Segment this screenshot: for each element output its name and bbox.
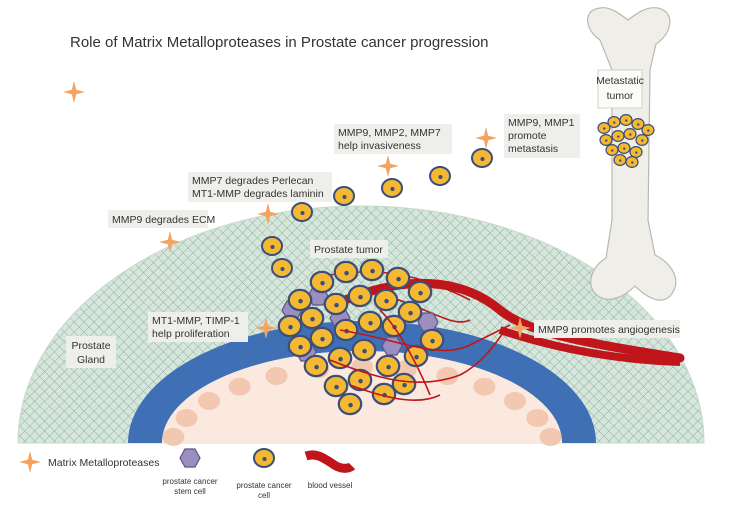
label-prostate-gland-line2: Gland (77, 354, 105, 366)
legend-mmp-star-icon (19, 451, 41, 473)
cancer-cell (287, 334, 313, 358)
cancer-cell (303, 354, 329, 378)
label-ecm-text: MMP9 degrades ECM (112, 214, 215, 226)
cancer-cell (419, 328, 445, 352)
cancer-cell (407, 280, 433, 304)
legend-blood-vessel-label: blood vessel (308, 481, 353, 490)
cancer-cell (333, 260, 359, 284)
metastatic-cell (617, 142, 631, 155)
metastatic-cell (625, 156, 639, 169)
cancer-cell (351, 338, 377, 362)
label-proliferation-line2: help proliferation (152, 328, 230, 340)
cancer-cell (347, 284, 373, 308)
cancer-cell (309, 326, 335, 350)
lining-cell (265, 367, 288, 385)
diagram-title: Role of Matrix Metalloproteases in Prost… (70, 34, 489, 51)
lining-cell (526, 409, 549, 427)
label-mmp9-mmp1-line2: promote (508, 130, 547, 142)
mmp-star-icon (475, 127, 497, 149)
label-mmp7-mt1: MMP7 degrades Perlecan MT1-MMP degrades … (188, 172, 332, 202)
label-perlecan-line2: MT1-MMP degrades laminin (192, 188, 324, 200)
cancer-cell (357, 310, 383, 334)
label-prostate-gland: Prostate Gland (66, 336, 116, 368)
label-prostate-tumor-text: Prostate tumor (314, 244, 383, 256)
cancer-cell (327, 346, 353, 370)
metastatic-tumor-label-box (597, 69, 643, 109)
migrating-cell (271, 258, 293, 278)
metastatic-cell (599, 134, 613, 147)
migrating-cell (291, 202, 313, 222)
label-invasiveness-line1: MMP9, MMP2, MMP7 (338, 127, 441, 139)
lining-cell (162, 427, 185, 446)
legend-stem-cell-icon (179, 448, 201, 468)
cancer-cell (359, 258, 385, 282)
migrating-cell (429, 166, 451, 186)
label-perlecan-line1: MMP7 degrades Perlecan (192, 175, 314, 187)
mmp-star-icon (377, 155, 399, 177)
cancer-cell (287, 288, 313, 312)
label-mmp9-mmp2-mmp7: MMP9, MMP2, MMP7 help invasiveness (334, 124, 452, 154)
cancer-cell (373, 288, 399, 312)
label-mmp9-mmp1-line1: MMP9, MMP1 (508, 117, 575, 129)
label-invasiveness-line2: help invasiveness (338, 140, 421, 152)
lining-cell (539, 427, 562, 446)
label-angiogenesis-text: MMP9 promotes angiogenesis (538, 324, 680, 336)
cancer-cell (309, 270, 335, 294)
cancer-cell (277, 314, 303, 338)
metastatic-cell (611, 130, 625, 143)
mmp-star-icon (63, 81, 85, 103)
lining-cell (473, 377, 496, 396)
label-mmp9-mmp1-line3: metastasis (508, 143, 558, 155)
label-prostate-tumor: Prostate tumor (310, 240, 388, 258)
metastatic-tumor-label-line2: tumor (607, 90, 634, 102)
metastatic-cell (619, 114, 633, 127)
legend-stem-cell-line2: stem cell (174, 487, 206, 496)
metastatic-tumor-label-line1: Metastatic (596, 75, 644, 87)
label-prostate-gland-line1: Prostate (71, 340, 110, 352)
lining-cell (198, 392, 221, 410)
metastatic-cell (629, 146, 643, 159)
cancer-cell (391, 372, 417, 396)
migrating-cell (261, 236, 283, 256)
legend: Matrix Metalloproteases prostate cancer … (19, 448, 356, 500)
migrating-cell (381, 178, 403, 198)
migrating-cell (333, 186, 355, 206)
label-mt1-timp: MT1-MMP, TIMP-1 help proliferation (148, 312, 248, 342)
migrating-cell (471, 148, 493, 168)
bone: Metastatic tumor (587, 7, 677, 301)
cancer-cell (337, 392, 363, 416)
metastatic-cell (613, 154, 627, 167)
metastatic-cell (641, 124, 655, 137)
legend-blood-vessel-icon (304, 450, 356, 473)
blood-vessel-branches (329, 309, 511, 401)
lining-cell (503, 392, 526, 410)
lining-cell (175, 409, 198, 427)
cancer-cell (299, 306, 325, 330)
legend-cancer-cell-line2: cell (258, 491, 270, 500)
legend-mmp-label: Matrix Metalloproteases (48, 457, 159, 469)
metastatic-cell (635, 134, 649, 147)
label-mmp9-ecm: MMP9 degrades ECM (108, 210, 215, 228)
cancer-cell (385, 266, 411, 290)
cancer-cell (375, 354, 401, 378)
lining-cell (228, 377, 251, 396)
cancer-cell (323, 292, 349, 316)
cancer-cell (323, 374, 349, 398)
metastatic-cell (607, 115, 621, 129)
metastatic-cell (623, 128, 637, 141)
label-proliferation-line1: MT1-MMP, TIMP-1 (152, 315, 240, 327)
legend-cancer-cell-icon (253, 448, 275, 468)
basement-membrane (128, 321, 596, 443)
legend-stem-cell-line1: prostate cancer (162, 477, 217, 486)
legend-cancer-cell-line1: prostate cancer (236, 481, 291, 490)
metastatic-cell (605, 144, 619, 157)
label-mmp9-angiogenesis: MMP9 promotes angiogenesis (534, 320, 680, 338)
cancer-cell (333, 318, 359, 342)
label-mmp9-mmp1: MMP9, MMP1 promote metastasis (504, 114, 580, 158)
